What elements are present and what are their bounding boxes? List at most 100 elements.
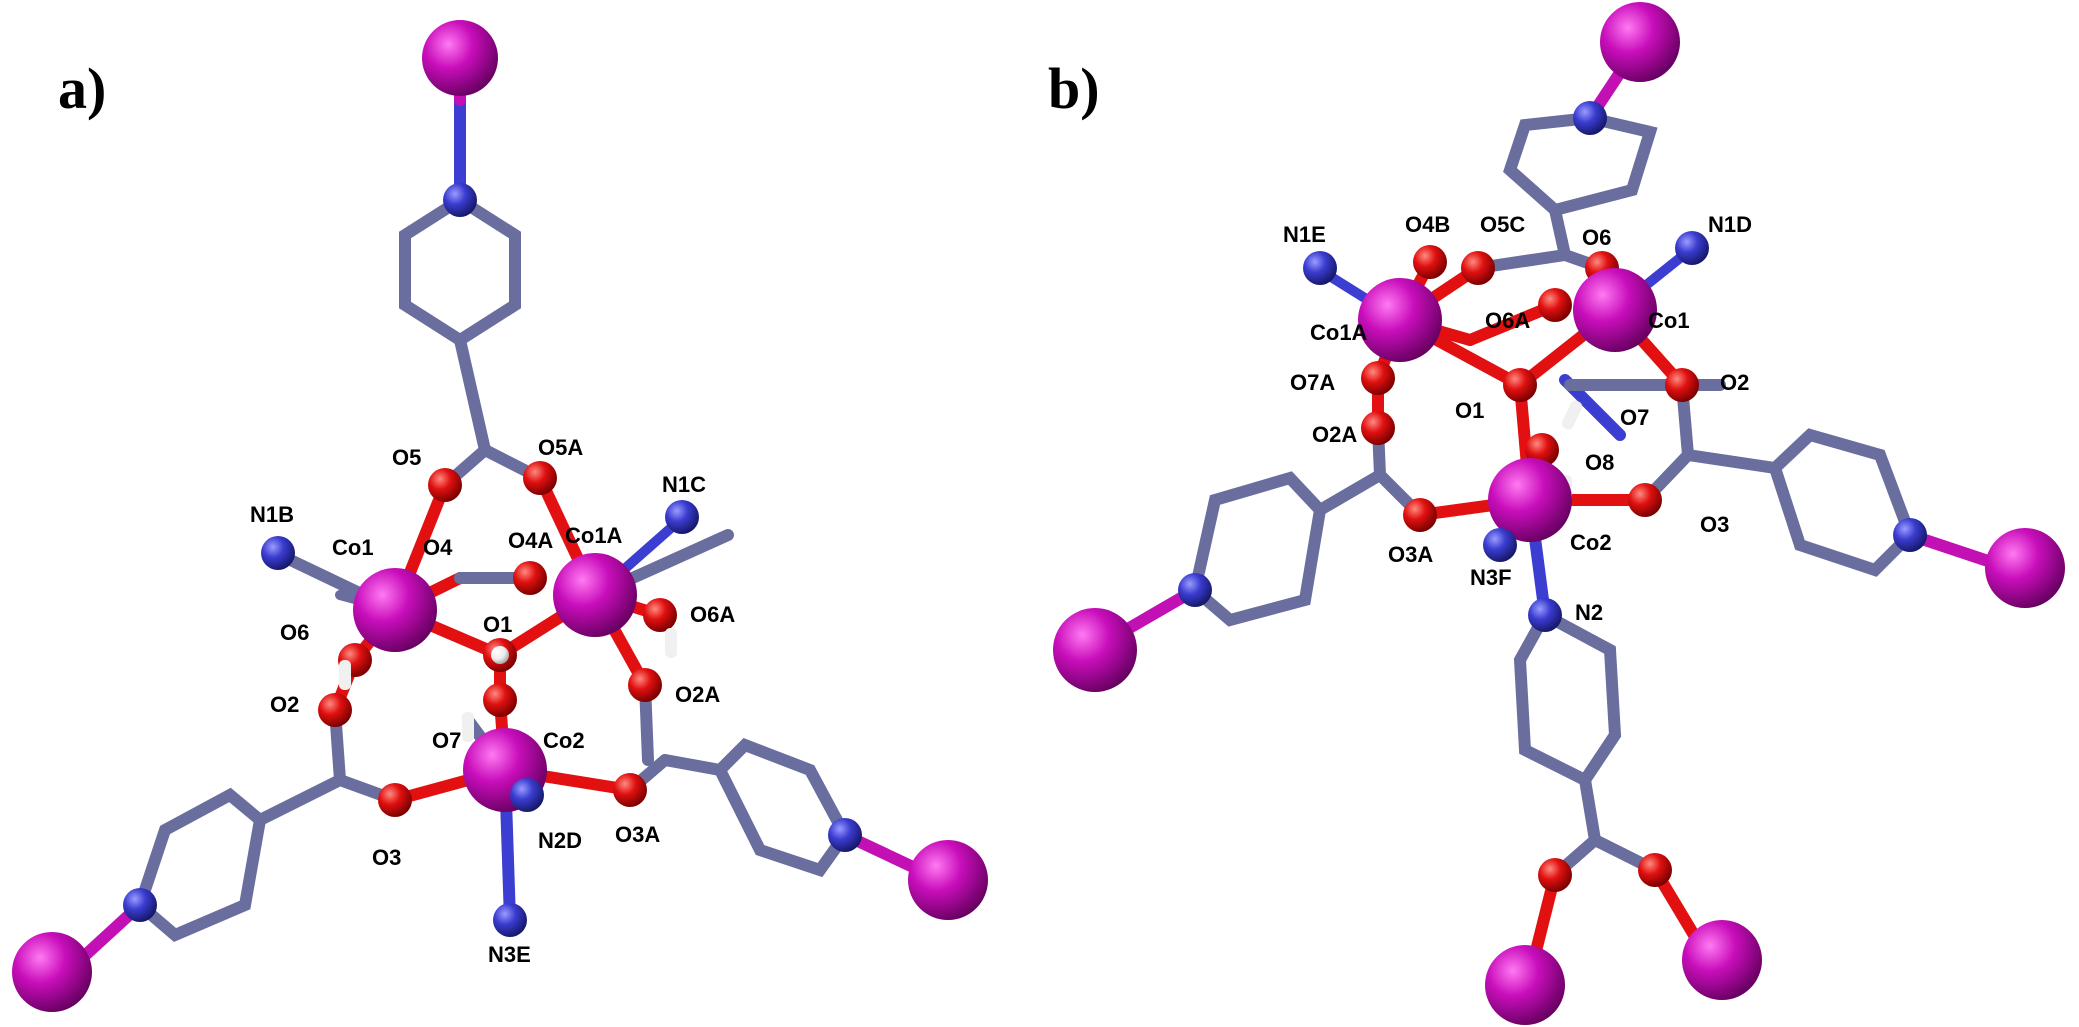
n-atom xyxy=(261,536,295,570)
atom-label-O5: O5 xyxy=(392,445,421,470)
o-atom xyxy=(1503,368,1537,402)
n-atom xyxy=(1303,251,1337,285)
atom-label-O7: O7 xyxy=(432,728,461,753)
atom-label-O5A: O5A xyxy=(538,435,583,460)
atom-label-O2A: O2A xyxy=(675,682,720,707)
co-atom xyxy=(12,932,92,1012)
n-atom xyxy=(493,903,527,937)
bond xyxy=(1503,112,1658,217)
co-atom xyxy=(1985,528,2065,608)
co-atom xyxy=(1573,268,1657,352)
o-atom xyxy=(1361,361,1395,395)
co-atom xyxy=(1053,608,1137,692)
o-atom xyxy=(1461,251,1495,285)
panel-a-letter: a) xyxy=(58,56,106,121)
atom-label-O4A: O4A xyxy=(508,528,553,553)
atom-label-Co1: Co1 xyxy=(332,535,374,560)
o-atom xyxy=(513,561,547,595)
co-atom xyxy=(1600,2,1680,82)
bond xyxy=(133,787,266,942)
o-atom xyxy=(318,693,352,727)
o-atom xyxy=(1628,483,1662,517)
co-atom xyxy=(353,568,437,652)
atom-label-Co1A: Co1A xyxy=(565,523,623,548)
atom-label-O1: O1 xyxy=(483,612,512,637)
atom-label-O3: O3 xyxy=(1700,512,1729,537)
o-atom xyxy=(1403,498,1437,532)
panel-a: a) xyxy=(12,20,988,1012)
panel-b-atoms xyxy=(1053,2,2065,1025)
atom-label-N1B: N1B xyxy=(250,502,294,527)
atom-label-O2: O2 xyxy=(270,692,299,717)
h-bond xyxy=(462,712,474,742)
atom-label-O6: O6 xyxy=(280,620,309,645)
panel-a-labels: O5 O5A N1B N1C Co1 O4 O4A Co1A O6 O1 O6A… xyxy=(250,435,735,967)
co-atom xyxy=(1682,920,1762,1000)
bond xyxy=(454,334,491,456)
n-atom xyxy=(123,888,157,922)
o-atom xyxy=(1413,245,1447,279)
co-atom xyxy=(1488,458,1572,542)
n-atom xyxy=(665,500,699,534)
atom-label-O7A: O7A xyxy=(1290,370,1335,395)
n-atom xyxy=(1483,528,1517,562)
atom-label-O2: O2 xyxy=(1720,370,1749,395)
h-bond xyxy=(665,628,677,658)
co-atom xyxy=(1485,945,1565,1025)
h-atom xyxy=(491,646,509,664)
bond xyxy=(1769,428,1917,577)
atom-label-O4: O4 xyxy=(423,535,453,560)
atom-label-N3F: N3F xyxy=(1470,565,1512,590)
n-atom xyxy=(1675,231,1709,265)
n-atom xyxy=(443,183,477,217)
atom-label-Co1A: Co1A xyxy=(1310,320,1368,345)
bond xyxy=(254,774,346,826)
panel-b: b) xyxy=(1048,2,2065,1025)
o-atom xyxy=(1665,368,1699,402)
atom-label-O5C: O5C xyxy=(1480,212,1525,237)
bond xyxy=(1513,609,1622,788)
bond xyxy=(659,754,726,776)
atom-label-N1C: N1C xyxy=(662,472,706,497)
bond xyxy=(1188,471,1326,627)
bond xyxy=(714,738,853,878)
atom-label-O6A: O6A xyxy=(1485,308,1530,333)
atom-label-O8: O8 xyxy=(1585,450,1614,475)
bond xyxy=(1682,449,1781,474)
o-atom xyxy=(1538,288,1572,322)
n-atom xyxy=(510,778,544,812)
co-atom xyxy=(908,840,988,920)
bond xyxy=(1579,774,1601,846)
o-atom xyxy=(428,468,462,502)
atom-label-N1E: N1E xyxy=(1283,222,1326,247)
atom-label-N3E: N3E xyxy=(488,942,531,967)
o-atom xyxy=(483,683,517,717)
o-atom xyxy=(1361,411,1395,445)
n-atom xyxy=(1893,518,1927,552)
atom-label-O2A: O2A xyxy=(1312,422,1357,447)
atom-label-O3: O3 xyxy=(372,845,401,870)
o-atom xyxy=(643,598,677,632)
atom-label-O4B: O4B xyxy=(1405,212,1450,237)
o-atom xyxy=(1538,858,1572,892)
bond xyxy=(1314,469,1386,516)
h-bond xyxy=(1561,400,1583,430)
o-atom xyxy=(628,668,662,702)
atom-label-Co2: Co2 xyxy=(1570,530,1612,555)
h-bond xyxy=(339,660,351,690)
o-atom xyxy=(523,461,557,495)
co-atom xyxy=(553,553,637,637)
bond xyxy=(399,194,521,348)
o-atom xyxy=(1638,853,1672,887)
atom-label-O1: O1 xyxy=(1455,398,1484,423)
n-atom xyxy=(1573,101,1607,135)
panel-b-labels: N1E O4B O5C O6 N1D Co1A O6A Co1 O7A O1 O… xyxy=(1283,212,1752,625)
o-atom xyxy=(613,773,647,807)
co-atom xyxy=(422,20,498,96)
atom-label-O3A: O3A xyxy=(1388,542,1433,567)
panel-b-letter: b) xyxy=(1048,56,1100,121)
bond xyxy=(1549,204,1571,261)
atom-label-O6: O6 xyxy=(1582,225,1611,250)
atom-label-N2: N2 xyxy=(1575,600,1603,625)
